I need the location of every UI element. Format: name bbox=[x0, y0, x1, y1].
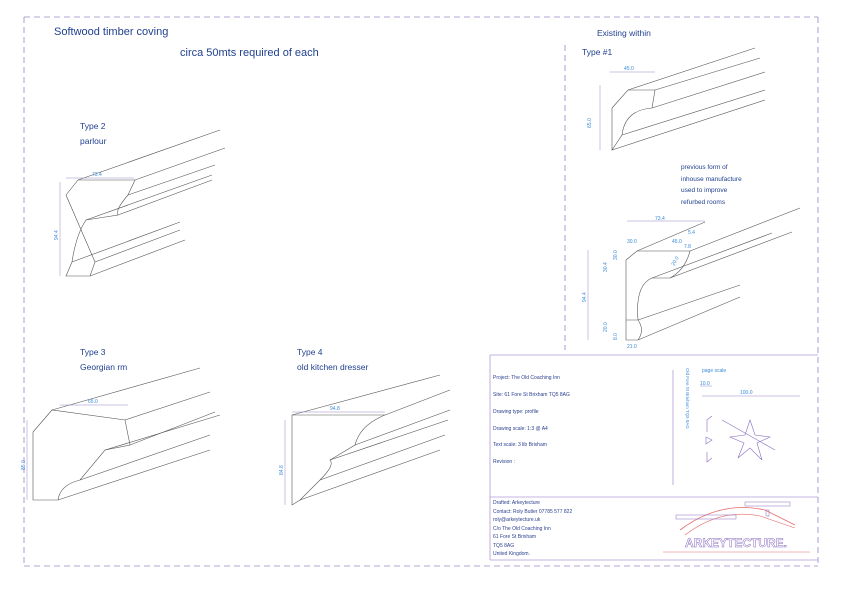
contact-line: Contact: Roly Butler 07785 577 822 bbox=[493, 508, 573, 515]
existing-dim-6: 30.0 bbox=[613, 250, 619, 260]
existing-heading: Existing within bbox=[597, 28, 651, 38]
type4-dim-height: 84.8 bbox=[279, 465, 285, 475]
existing-dim-12: 21.0 bbox=[627, 344, 637, 350]
existing-dim-2: 5.4 bbox=[688, 230, 695, 236]
type1-dims bbox=[599, 71, 655, 150]
existing-profile-dims bbox=[587, 220, 705, 340]
existing-dim-1: 73.4 bbox=[655, 216, 665, 222]
contact-block: Drafted: Arkeytecture Contact: Roly Butl… bbox=[493, 499, 572, 559]
postcode-line: TQ5 8AG bbox=[493, 542, 515, 549]
note-line: refurbed rooms bbox=[681, 198, 726, 206]
type3-desc: Georgian rm bbox=[80, 362, 128, 372]
type1-dim-width: 45.0 bbox=[624, 66, 634, 72]
drawing-scale-field: Drawing scale: 1:3 @ A4 bbox=[493, 426, 548, 432]
arkeytecture-logo: ARKEYTECTURE. bbox=[663, 501, 810, 553]
type2-dims bbox=[59, 177, 134, 276]
email-line: roly@arkeytecture.uk bbox=[493, 517, 541, 523]
existing-dim-10: 20.0 bbox=[603, 322, 609, 332]
type1-label: Type #1 bbox=[582, 47, 613, 57]
project-field: Project: The Old Coaching Inn bbox=[493, 375, 560, 381]
note-line: inhouse manufacture bbox=[681, 175, 742, 183]
type3-dim-height: 85.0 bbox=[21, 460, 27, 470]
type2-dim-height: 94.4 bbox=[54, 230, 60, 240]
type4-dim-width: 94.8 bbox=[330, 406, 340, 412]
drawing-type-field: Drawing type: profile bbox=[493, 409, 539, 415]
type4-dims bbox=[284, 411, 385, 505]
type2-dim-width: 73.4 bbox=[92, 172, 102, 178]
text-scale-field: Text scale: 3 lib Brixham bbox=[493, 442, 547, 448]
existing-dim-4: 45.0 bbox=[672, 239, 682, 245]
country-line: United Kingdom. bbox=[493, 551, 530, 557]
existing-dim-8: 30.4 bbox=[603, 262, 609, 272]
type3-label: Type 3 bbox=[80, 347, 106, 357]
scale-bar bbox=[700, 385, 800, 397]
existing-dim-3: 30.0 bbox=[627, 239, 637, 245]
type2-desc: parlour bbox=[80, 136, 107, 146]
type2-profile bbox=[65, 129, 226, 277]
compass-rose-icon bbox=[705, 415, 776, 463]
existing-note: previous form of inhouse manufacture use… bbox=[681, 162, 742, 208]
title-block-frame bbox=[489, 354, 818, 561]
vertical-address: Old Fore St Brixham TQ5 8AG bbox=[685, 368, 690, 429]
type4-desc: old kitchen dresser bbox=[297, 362, 369, 372]
existing-dim-9: 94.4 bbox=[582, 292, 588, 302]
existing-dim-7: 20.0 bbox=[671, 255, 681, 267]
type4-label: Type 4 bbox=[297, 347, 323, 357]
existing-dim-11: 8.0 bbox=[613, 333, 619, 340]
street-line: 61 Fore St Brixham bbox=[493, 534, 537, 540]
type1-profile bbox=[611, 47, 766, 151]
sheet-border bbox=[23, 16, 819, 567]
note-line: used to improve bbox=[681, 187, 728, 194]
sheet-title: Softwood timber coving bbox=[54, 26, 169, 38]
type3-dims bbox=[26, 404, 128, 500]
logo-text: ARKEYTECTURE. bbox=[685, 536, 787, 550]
site-field: Site: 61 Fore St Brixham TQ5 8AG bbox=[493, 392, 570, 398]
type3-dim-width: 65.0 bbox=[88, 399, 98, 405]
scale-large-label: 100.0 bbox=[740, 390, 753, 396]
drafted-line: Drafted: Arkeytecture bbox=[493, 500, 540, 506]
co-line: C/o The Old Coaching Inn bbox=[493, 525, 551, 532]
type2-label: Type 2 bbox=[80, 121, 106, 131]
sheet-subtitle: circa 50mts required of each bbox=[180, 47, 319, 59]
type3-profile bbox=[32, 367, 221, 501]
type4-profile bbox=[291, 374, 451, 506]
note-line: previous form of bbox=[681, 164, 728, 171]
revision-field: Revision : bbox=[493, 459, 515, 465]
existing-profile bbox=[625, 207, 801, 341]
existing-dim-5: 7.8 bbox=[684, 244, 691, 250]
page-scale-label: page scale bbox=[702, 368, 727, 374]
type1-dim-height: 65.0 bbox=[587, 118, 593, 128]
scale-small-label: 10.0 bbox=[700, 381, 710, 387]
